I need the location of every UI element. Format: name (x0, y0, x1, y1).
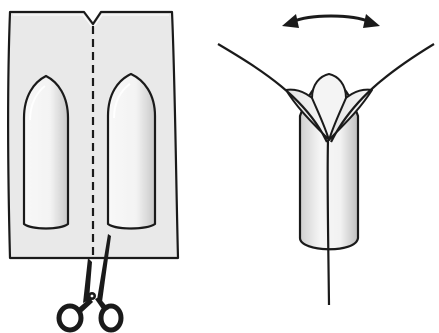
blister-strip-panel (8, 12, 178, 258)
suppository-cavity-right (108, 74, 155, 229)
peeling-wrapper-panel (218, 14, 434, 305)
suppository-cavity-left (24, 76, 68, 229)
double-arrow-icon (282, 14, 380, 28)
